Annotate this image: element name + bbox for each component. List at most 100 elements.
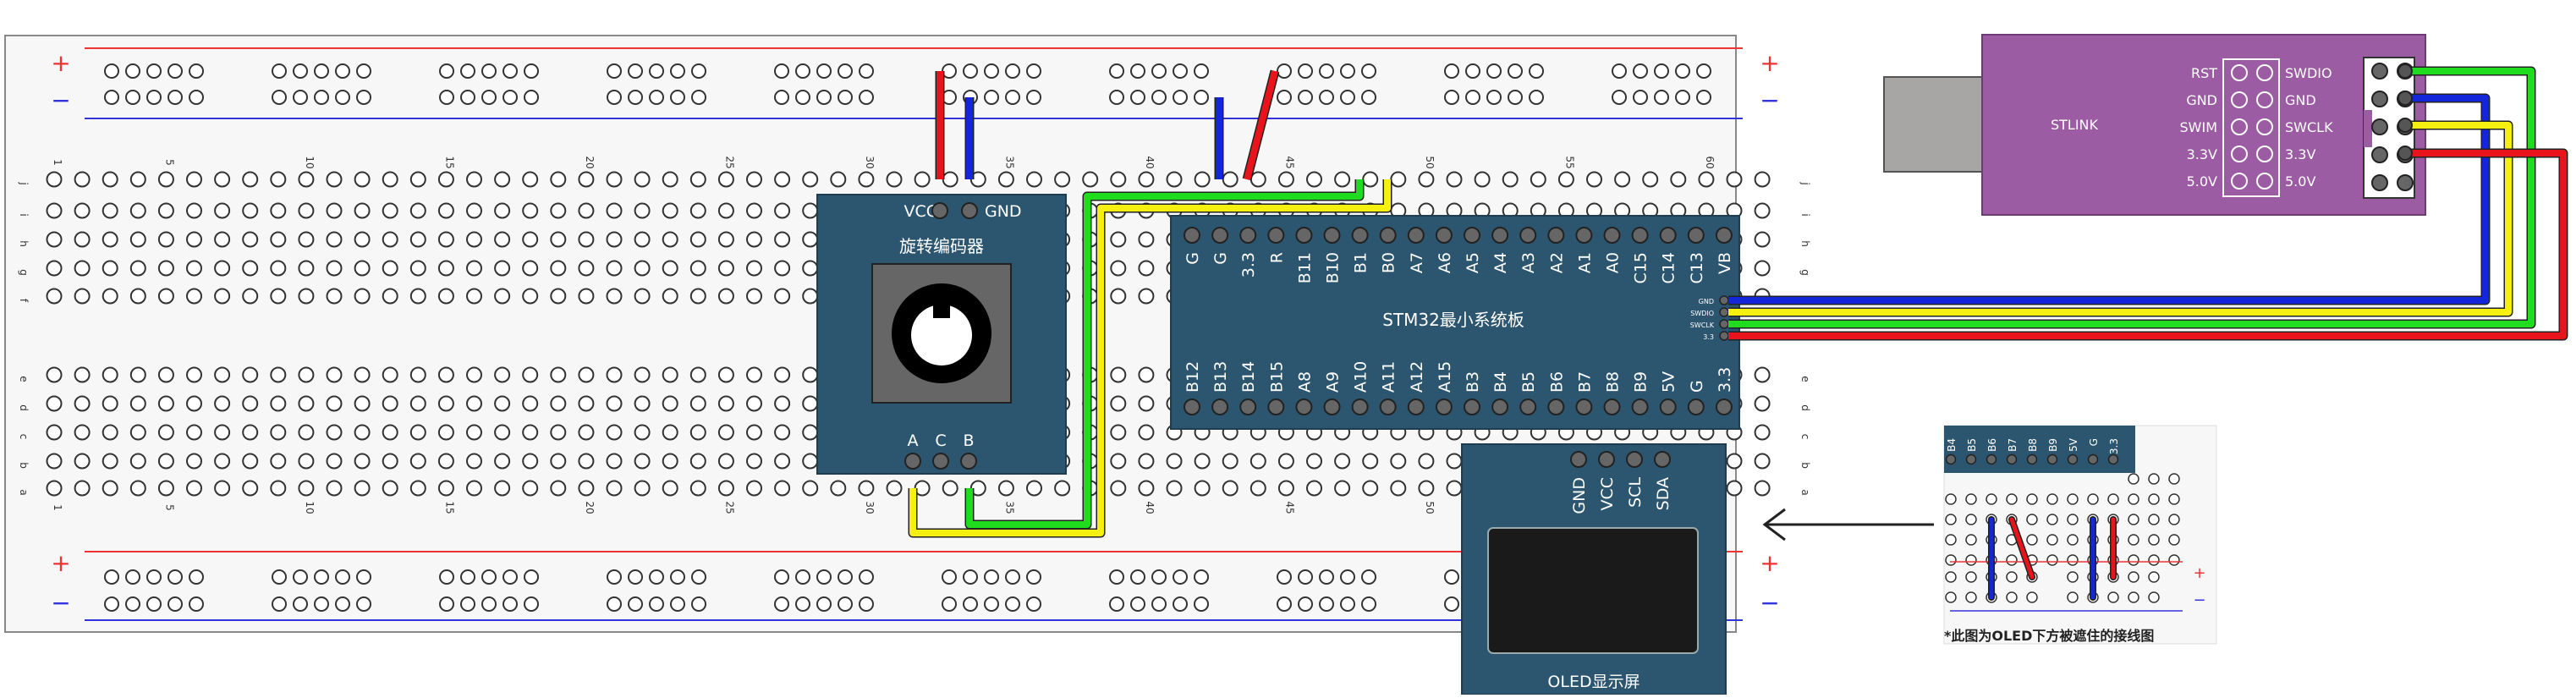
rail-hole [272,569,287,585]
stlink-header-pin [2371,91,2388,107]
inset-hole [1986,493,1997,505]
rail-hole [649,63,664,79]
inset-pin [2006,453,2018,465]
rail-hole [628,63,643,79]
breadboard-hole [74,424,91,441]
breadboard-hole [1110,395,1127,412]
inset-hole [2006,493,2018,505]
breadboard-hole [578,480,595,497]
breadboard-hole [942,171,958,188]
wire-red-3v3 [1728,150,2567,339]
stlink-left-label: RST [2191,65,2217,81]
rail-hole [460,569,475,585]
stm32-top-pin-label: VB [1716,252,1734,274]
inset-pin-label: B7 [2007,438,2019,452]
breadboard-hole [1726,480,1743,497]
breadboard-hole [102,366,118,383]
breadboard-hole [326,366,343,383]
oled-pin-label: SCL [1626,477,1645,508]
stm32-bottom-pin-label: B15 [1267,361,1286,393]
breadboard-hole [1110,480,1127,497]
column-number: 35 [1003,501,1015,514]
breadboard-hole [382,453,398,470]
breadboard-hole [326,231,343,248]
inset-hole [2168,514,2180,525]
stm32-bottom-pin [1631,398,1649,415]
breadboard-hole [942,480,958,497]
row-letter: i [18,213,30,216]
stlink-left-label: SWIM [2180,119,2218,135]
breadboard-hole [437,453,454,470]
breadboard-hole [186,480,202,497]
inset-hole [2128,473,2139,485]
breadboard-hole [774,171,791,188]
stm32-top-pin [1295,227,1313,244]
stm32-top-pin [1491,227,1509,244]
inset-hole [2026,514,2038,525]
rail-hole [439,63,454,79]
breadboard-hole [326,171,343,188]
row-letter: c [18,434,30,440]
rail-hole [1675,90,1690,105]
rail-hole [335,90,350,105]
stm32-top-pin-label: A1 [1575,252,1594,273]
breadboard-hole [326,453,343,470]
stm32-bottom-pin [1464,398,1480,415]
breadboard-hole [214,453,231,470]
breadboard-hole [1726,171,1743,188]
column-number: 1 [52,159,63,166]
stlink-right-label: SWCLK [2285,119,2333,135]
breadboard-hole [466,366,482,383]
breadboard-hole [102,480,118,497]
breadboard-hole [214,171,231,188]
breadboard-hole [662,366,678,383]
breadboard-hole [634,202,651,219]
breadboard-hole [382,260,398,277]
rail-hole [984,569,999,585]
column-number: 5 [163,504,175,511]
breadboard-hole [550,288,567,305]
breadboard-hole [1110,366,1127,383]
breadboard-hole [129,231,146,248]
breadboard-hole [382,288,398,305]
rail-hole [942,596,957,612]
inset-hole [2107,493,2119,505]
rail-hole [859,63,874,79]
rail-hole [293,596,308,612]
breadboard-hole [186,424,202,441]
breadboard-hole [1418,171,1435,188]
row-letter: g [18,269,30,276]
rail-hole [104,90,119,105]
breadboard-hole [746,453,762,470]
breadboard-hole [578,202,595,219]
rail-minus-label: − [1760,589,1779,617]
rail-hole [1319,569,1334,585]
stlink-right-label: GND [2285,92,2316,108]
rail-hole [649,596,664,612]
column-number: 40 [1144,501,1156,514]
breadboard-hole [46,288,63,305]
stm32-bottom-pin-label: A8 [1295,371,1314,393]
breadboard-hole [1754,366,1771,383]
breadboard-hole [437,424,454,441]
breadboard-hole [662,453,678,470]
breadboard-hole [270,171,287,188]
breadboard-hole [1166,171,1183,188]
rail-hole [607,90,622,105]
rail-hole [439,90,454,105]
stm32-bottom-pin [1687,398,1705,415]
breadboard-hole [157,480,174,497]
inset-hole [2067,493,2079,505]
rail-hole [1130,90,1145,105]
breadboard-hole [186,171,202,188]
rail-hole [104,63,119,79]
stm32-top-pin [1603,227,1621,244]
column-number: 30 [864,501,876,514]
inset-hole [1965,514,1977,525]
breadboard-hole [1306,171,1322,188]
stm32-bottom-pin-label: B9 [1632,371,1651,393]
breadboard-hole [1138,424,1155,441]
rail-hole [1151,569,1167,585]
breadboard-hole [1138,231,1155,248]
oled-pin [1626,451,1643,468]
